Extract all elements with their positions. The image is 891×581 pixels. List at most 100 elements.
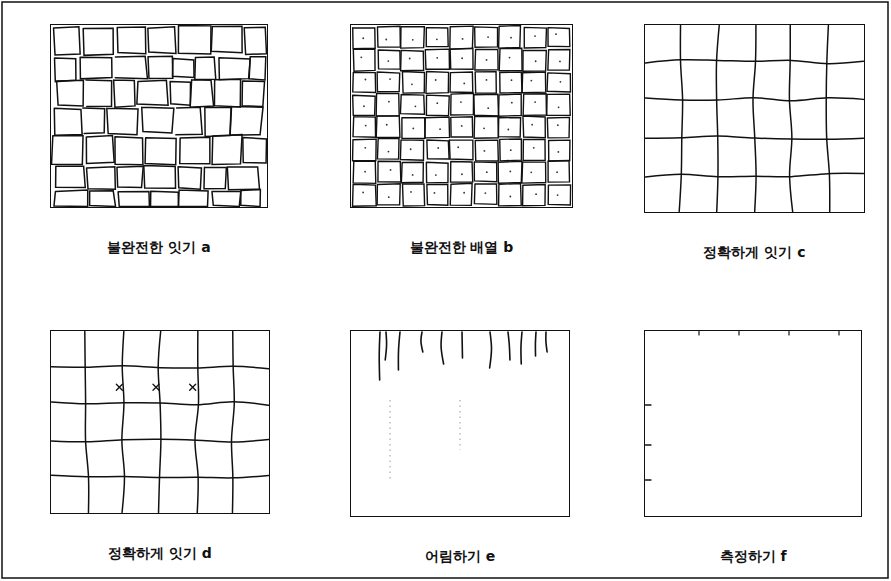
hand-line <box>115 137 143 165</box>
dot <box>460 101 462 103</box>
dot <box>462 38 464 40</box>
dot <box>388 101 390 103</box>
dot <box>461 125 463 127</box>
hand-line <box>450 48 473 69</box>
hand-line <box>190 80 213 107</box>
hand-line <box>219 58 250 80</box>
hand-line <box>114 80 135 107</box>
hand-line <box>86 80 112 107</box>
dot <box>436 57 438 59</box>
hand-line <box>738 332 739 336</box>
hand-line <box>449 140 473 160</box>
hand-line <box>498 118 520 137</box>
hand-line <box>698 332 699 336</box>
dot <box>535 60 537 62</box>
dot <box>484 192 486 194</box>
hand-line <box>56 166 86 187</box>
hand-line <box>450 72 473 93</box>
dot <box>435 79 437 81</box>
hand-line <box>548 28 570 47</box>
hand-line <box>426 162 448 183</box>
hand-line <box>451 93 474 115</box>
hand-line <box>353 28 375 49</box>
dot <box>436 102 438 104</box>
hand-line <box>55 58 76 82</box>
hand-line <box>426 28 448 47</box>
dot <box>533 147 535 149</box>
dot <box>388 151 390 153</box>
hand-line <box>178 190 208 207</box>
panel-caption: 불완전한 배열 b <box>410 239 514 256</box>
hand-line <box>378 332 380 380</box>
hand-line <box>549 140 570 161</box>
hand-line <box>401 27 425 48</box>
faint-guide <box>460 400 461 450</box>
hand-line <box>679 26 682 212</box>
dot <box>509 171 511 173</box>
hand-line <box>249 57 266 80</box>
hand-line <box>117 27 146 54</box>
dot <box>559 61 561 63</box>
hand-line <box>241 190 261 207</box>
hand-line <box>377 26 400 47</box>
hand-line <box>52 439 269 442</box>
dot <box>364 147 366 149</box>
hand-line <box>52 475 269 478</box>
hand-line <box>508 332 510 360</box>
hand-line <box>522 72 546 93</box>
hand-line <box>170 81 190 105</box>
hand-line <box>499 94 522 116</box>
hand-line <box>83 28 113 55</box>
dot <box>439 128 441 130</box>
hand-line <box>178 167 201 190</box>
hand-line <box>425 49 449 69</box>
hand-line <box>646 479 652 480</box>
dot <box>483 127 485 129</box>
dot <box>487 36 489 38</box>
hand-line <box>547 73 570 92</box>
hand-line <box>546 332 547 352</box>
hand-line <box>85 332 89 513</box>
hand-line <box>548 185 570 205</box>
panel-box: 측정하기 f <box>644 330 862 517</box>
dot <box>484 150 486 152</box>
dot <box>435 174 437 176</box>
hand-line <box>402 72 424 94</box>
hand-line <box>378 50 400 69</box>
panel-caption: 정확하게 잇기 d <box>108 545 212 562</box>
hand-line <box>475 27 498 47</box>
panel-caption: 불완전한 잇기 a <box>107 239 210 256</box>
panel-caption: 정확하게 잇기 c <box>703 244 805 261</box>
hand-line <box>474 116 498 138</box>
hand-line <box>52 136 84 165</box>
hand-line <box>475 72 496 93</box>
hand-line <box>205 107 232 136</box>
dot <box>555 33 557 35</box>
hand-line <box>535 332 537 356</box>
hand-line <box>116 384 122 390</box>
hand-line <box>400 95 424 115</box>
hand-line <box>353 139 377 161</box>
hand-line <box>107 108 138 134</box>
dot <box>509 196 511 198</box>
dot <box>386 124 388 126</box>
hand-line <box>83 108 105 134</box>
hand-line <box>204 167 226 188</box>
hand-line <box>523 94 546 116</box>
hand-line <box>646 444 652 445</box>
dot <box>530 171 532 173</box>
hand-line <box>499 184 522 206</box>
tile-drawings <box>52 26 864 513</box>
panel-box: 정확하게 잇기 c <box>644 24 865 213</box>
hand-line <box>523 185 546 206</box>
hand-line <box>474 184 496 204</box>
dot <box>510 37 512 39</box>
hand-line <box>214 79 240 107</box>
dot <box>415 105 417 107</box>
dot <box>531 124 533 126</box>
hand-line <box>377 138 399 159</box>
hand-line <box>230 107 263 136</box>
hand-line <box>353 161 376 183</box>
hand-line <box>450 26 473 49</box>
